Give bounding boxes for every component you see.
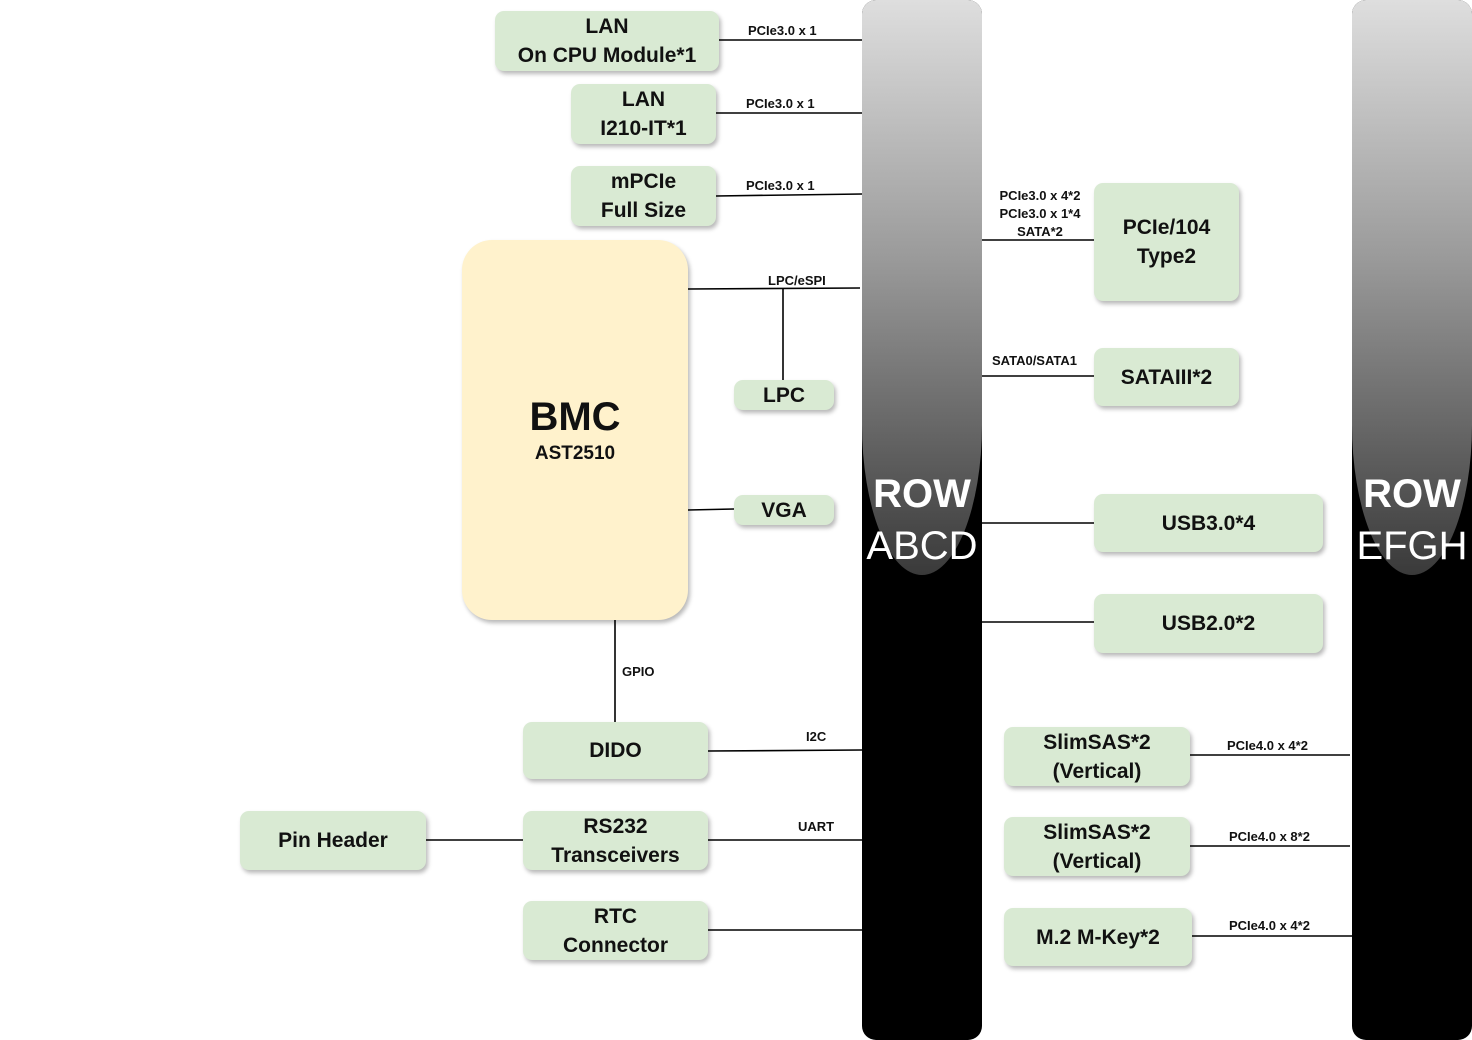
lpc-espi-bus-label: LPC/eSPI: [768, 273, 826, 288]
row-efgh-label-1: ROW: [1363, 472, 1461, 516]
row-efgh-connector: ROW EFGH: [1352, 0, 1472, 1040]
vga-block: VGA: [734, 495, 834, 525]
sata-bus-label: SATA0/SATA1: [992, 353, 1077, 368]
bmc-title: BMC: [529, 395, 621, 439]
row-abcd-connector: ROW ABCD: [862, 0, 982, 1040]
usb2-block: USB2.0*2: [1094, 594, 1323, 653]
sata-block: SATAIII*2: [1094, 348, 1239, 406]
usb3-block: USB3.0*4: [1094, 494, 1323, 552]
bmc-block: BMC AST2510: [462, 240, 688, 620]
pin-header-block: Pin Header: [240, 811, 426, 870]
slimsas-1-block: SlimSAS*2(Vertical): [1004, 727, 1190, 786]
slimsas-2-bus-label: PCIe4.0 x 8*2: [1229, 829, 1310, 844]
mpcie-bus-label: PCIe3.0 x 1: [746, 178, 815, 193]
gpio-bus-label: GPIO: [622, 664, 655, 679]
slimsas-2-block: SlimSAS*2(Vertical): [1004, 817, 1190, 876]
row-efgh-label-2: EFGH: [1356, 524, 1468, 568]
uart-bus-label: UART: [798, 819, 835, 834]
i2c-bus-label: I2C: [806, 729, 827, 744]
m2-bus-label: PCIe4.0 x 4*2: [1229, 918, 1310, 933]
slimsas-1-bus-label: PCIe4.0 x 4*2: [1227, 738, 1308, 753]
lan-cpu-bus-label: PCIe3.0 x 1: [748, 23, 817, 38]
lan-i210-bus-label: PCIe3.0 x 1: [746, 96, 815, 111]
row-abcd-label-1: ROW: [873, 472, 971, 516]
lpc-block: LPC: [734, 380, 834, 410]
m2-mkey-block: M.2 M-Key*2: [1004, 908, 1192, 966]
pcie104-bus-label-3: SATA*2: [1017, 224, 1063, 239]
pcie104-bus-label-2: PCIe3.0 x 1*4: [999, 206, 1081, 221]
dido-block: DIDO: [523, 722, 708, 779]
bmc-subtitle: AST2510: [534, 443, 616, 464]
row-abcd-label-2: ABCD: [866, 524, 978, 568]
pcie104-bus-label-1: PCIe3.0 x 4*2: [999, 188, 1081, 203]
